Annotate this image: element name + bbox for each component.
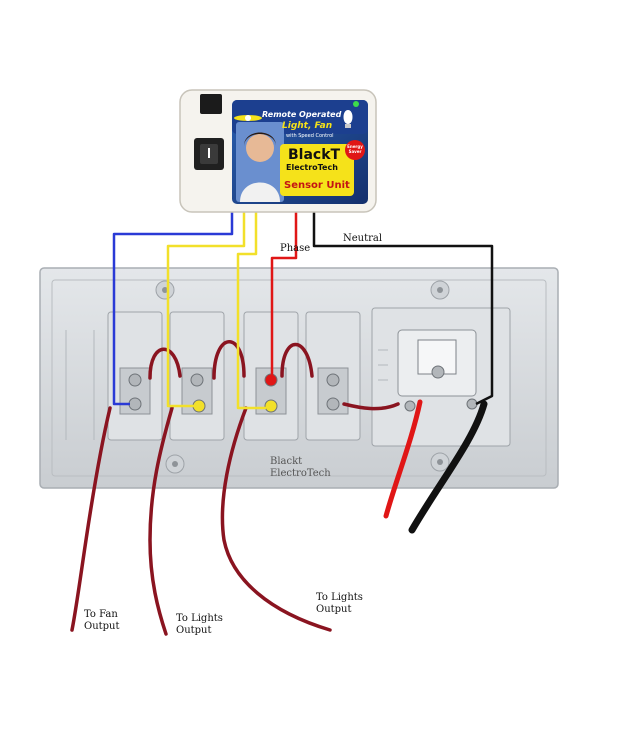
screw-bottom-right — [430, 452, 450, 472]
fan-output-label-line2: Output — [84, 621, 120, 632]
woman-photo-icon — [236, 122, 284, 202]
black-neutral-wire — [312, 212, 494, 406]
red-supply-tail — [383, 399, 423, 519]
brand-panel — [280, 144, 354, 196]
control-wires — [112, 212, 494, 410]
black-supply-tail — [408, 400, 488, 534]
blue-wire — [112, 212, 234, 406]
ir-receiver-window — [200, 94, 222, 114]
red-phase-wire — [270, 212, 298, 376]
screw-top-left — [155, 280, 175, 300]
rocker-switch-icon — [194, 138, 224, 170]
lights2-output-label-line2: Output — [316, 604, 352, 615]
jumper-link-4 — [342, 402, 400, 411]
neutral-label: Neutral — [343, 233, 383, 244]
unit-brand: BlackT — [288, 147, 341, 163]
switch-module-1 — [107, 311, 163, 441]
unit-product: Sensor Unit — [284, 180, 350, 191]
jumper-loop-3 — [280, 343, 314, 378]
switch-plate — [39, 267, 559, 489]
unit-brand-sub: ElectroTech — [286, 163, 338, 172]
unit-line3: with Speed Control — [286, 133, 334, 139]
sensor-unit — [179, 89, 377, 213]
switch-module-2 — [169, 311, 225, 441]
fan-output-label-line1: To Fan — [84, 609, 118, 620]
yellow-wire-2 — [236, 212, 266, 410]
jumper-loop-1 — [148, 347, 182, 380]
lights2-output-wire — [220, 406, 332, 632]
unit-line2: Light, Fan — [282, 121, 333, 131]
unit-badge: Energy Saver — [347, 144, 363, 154]
output-wires — [70, 340, 400, 636]
lights1-output-wire — [148, 406, 174, 636]
vent-marks — [65, 330, 388, 440]
unit-line1: Remote Operated — [262, 110, 342, 119]
plate-brand-line1: Blackt — [270, 456, 303, 467]
screw-top-right — [430, 280, 450, 300]
led-indicator-icon — [353, 101, 359, 107]
supply-tails — [383, 399, 488, 534]
phase-label: Phase — [280, 243, 311, 254]
screw-bottom-left — [165, 454, 185, 474]
lights2-output-label-line1: To Lights — [316, 592, 363, 603]
energy-badge — [345, 140, 365, 160]
plate-brand-line2: ElectroTech — [270, 468, 331, 479]
ceiling-fan-icon — [234, 115, 262, 121]
jumper-loop-2 — [212, 340, 246, 380]
switch-module-4 — [305, 311, 361, 441]
lights1-output-label-line2: Output — [176, 625, 212, 636]
fan-output-wire — [70, 406, 112, 632]
cfl-bulb-icon — [343, 110, 353, 128]
socket-module — [371, 307, 511, 447]
lights1-output-label-line1: To Lights — [176, 613, 223, 624]
yellow-wire-1 — [166, 212, 246, 408]
